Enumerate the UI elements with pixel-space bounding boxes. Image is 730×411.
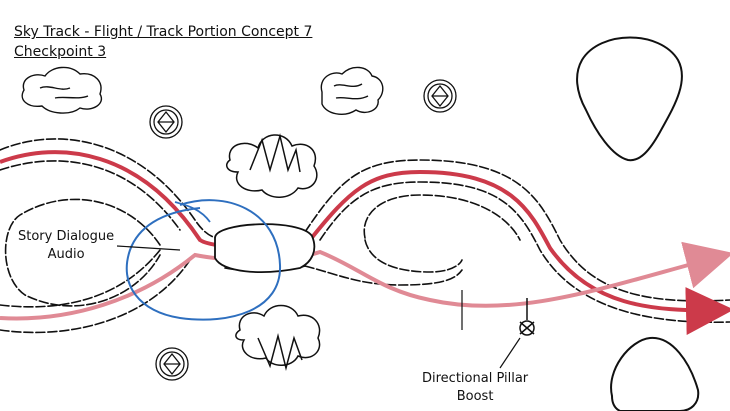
audio-leader-line xyxy=(116,245,181,251)
lotus-flower-icon xyxy=(225,133,318,198)
lotus-flower-icon xyxy=(235,304,321,371)
crystal-orb-icon xyxy=(423,79,457,113)
pillar-boost-icon xyxy=(519,298,535,336)
primary-flight-path xyxy=(0,150,730,335)
story-dialogue-label: Story Dialogue Audio xyxy=(18,229,115,262)
checkpoint-label: Checkpoint 3 xyxy=(14,44,107,60)
pillar-leader-line xyxy=(499,337,521,369)
cloud-icon xyxy=(320,66,384,115)
page-title: Sky Track - Flight / Track Portion Conce… xyxy=(14,24,313,40)
crystal-orb-icon xyxy=(155,347,189,381)
floating-rock-icon xyxy=(610,336,700,411)
cloud-icon xyxy=(21,66,103,114)
floating-rock-icon xyxy=(576,36,683,162)
crystal-orb-icon xyxy=(149,105,183,139)
audio-zone-circle xyxy=(125,199,282,321)
central-platform xyxy=(214,223,316,273)
pillar-boost-label: Directional Pillar Boost xyxy=(422,371,529,404)
